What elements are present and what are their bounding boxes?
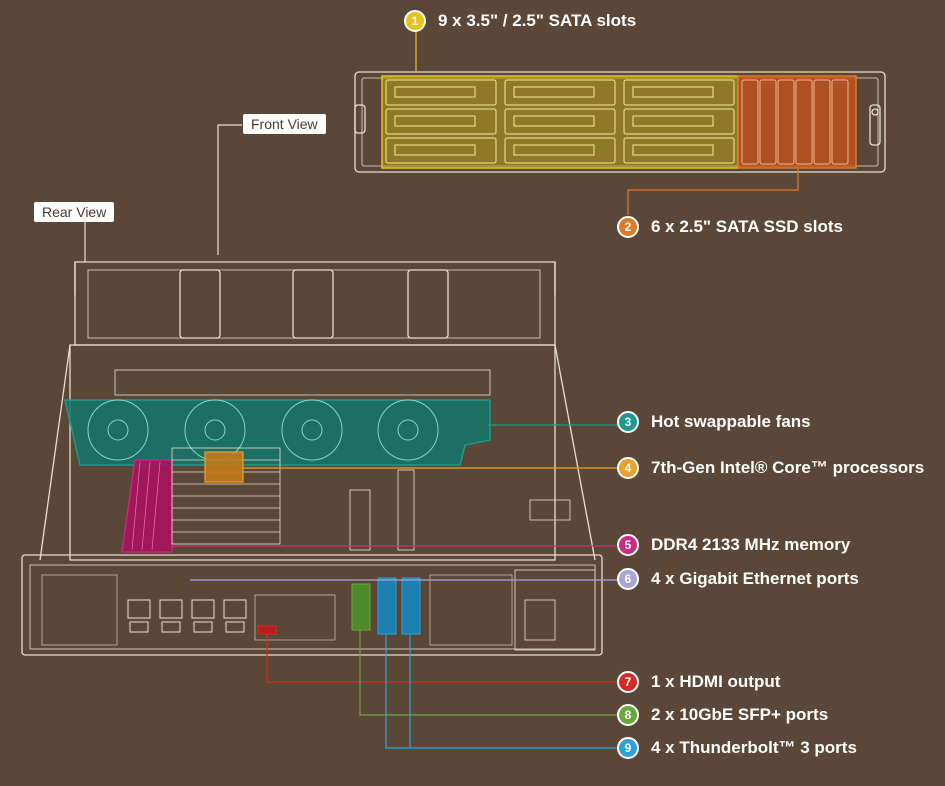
callout-ethernet: 6 4 x Gigabit Ethernet ports <box>617 568 859 590</box>
ethernet-ports <box>127 599 247 633</box>
callout-number: 3 <box>617 411 639 433</box>
callout-text: 6 x 2.5" SATA SSD slots <box>651 217 843 236</box>
rear-view-label: Rear View <box>34 202 115 222</box>
sata-35-bays <box>381 75 739 169</box>
callout-text: 1 x HDMI output <box>651 672 781 691</box>
callout-number: 4 <box>617 457 639 479</box>
callout-memory: 5 DDR4 2133 MHz memory <box>617 534 850 556</box>
heatsink <box>171 447 281 545</box>
callout-thunderbolt: 9 4 x Thunderbolt™ 3 ports <box>617 737 857 759</box>
ssd-25-bays <box>737 75 857 169</box>
chassis <box>21 261 603 656</box>
fans <box>64 399 491 466</box>
leader-lines <box>84 22 799 749</box>
callout-processor: 4 7th-Gen Intel® Core™ processors <box>617 457 924 479</box>
sfp-card <box>351 583 371 631</box>
callout-text: Hot swappable fans <box>651 412 811 431</box>
cpu <box>204 451 244 483</box>
callout-text: 7th-Gen Intel® Core™ processors <box>651 458 925 477</box>
callout-hdmi: 7 1 x HDMI output <box>617 671 780 693</box>
callout-text: 9 x 3.5" / 2.5" SATA slots <box>438 11 637 30</box>
callout-text: DDR4 2133 MHz memory <box>651 535 851 554</box>
callout-text: 2 x 10GbE SFP+ ports <box>651 705 829 724</box>
callout-number: 6 <box>617 568 639 590</box>
callout-text: 4 x Gigabit Ethernet ports <box>651 569 859 588</box>
thunderbolt-cards <box>377 577 421 635</box>
callout-number: 1 <box>404 10 426 32</box>
callout-number: 9 <box>617 737 639 759</box>
callout-text: 4 x Thunderbolt™ 3 ports <box>651 738 857 757</box>
hdmi-port <box>257 625 277 635</box>
memory-modules <box>121 459 173 553</box>
callout-ssd-slots: 2 6 x 2.5" SATA SSD slots <box>617 216 843 238</box>
callout-number: 8 <box>617 704 639 726</box>
callout-sata-slots: 1 9 x 3.5" / 2.5" SATA slots <box>404 10 636 32</box>
callout-number: 7 <box>617 671 639 693</box>
callout-number: 2 <box>617 216 639 238</box>
front-view-label: Front View <box>243 114 326 134</box>
callout-fans: 3 Hot swappable fans <box>617 411 811 433</box>
callout-sfp: 8 2 x 10GbE SFP+ ports <box>617 704 828 726</box>
callout-number: 5 <box>617 534 639 556</box>
